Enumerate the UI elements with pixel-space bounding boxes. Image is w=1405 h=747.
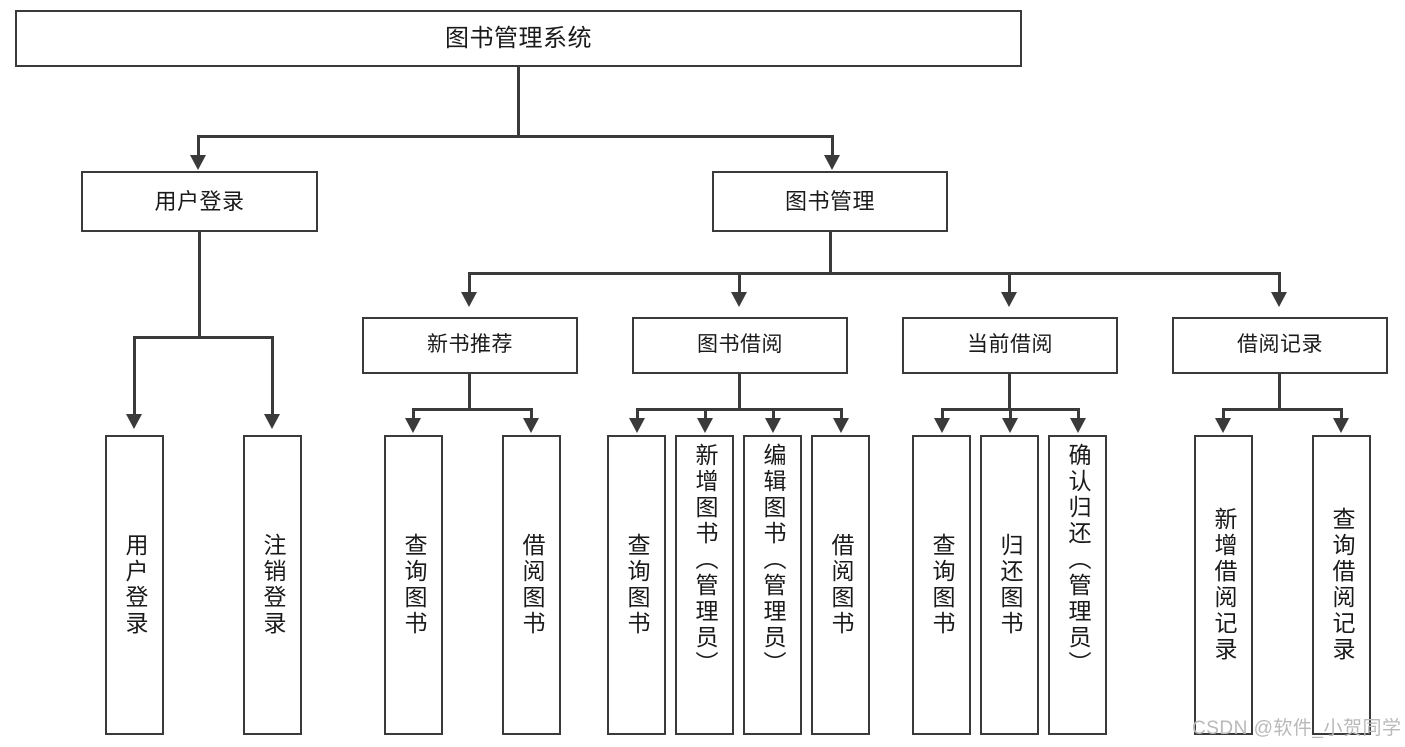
node-book-management[interactable]: 图书管理	[712, 171, 948, 232]
edge-book-borrow-child-3	[772, 408, 775, 420]
edge-book-borrow-bus	[636, 408, 843, 411]
edge-book-management-stem	[829, 232, 832, 272]
node-label: 查询借阅记录	[1329, 507, 1355, 663]
leaf-book-borrow-query-books[interactable]: 查询图书	[607, 435, 666, 735]
edge-bm-to-book-borrow	[738, 272, 741, 294]
arrow-borrow-record-child-2	[1333, 418, 1349, 433]
leaf-new-book-query-books[interactable]: 查询图书	[384, 435, 443, 735]
arrow-book-borrow-child-2	[697, 418, 713, 433]
node-label: 归还图书	[997, 533, 1023, 637]
node-current-borrow[interactable]: 当前借阅	[902, 317, 1118, 374]
edge-borrow-record-bus	[1222, 408, 1343, 411]
edge-book-borrow-child-1	[636, 408, 639, 420]
edge-root-bus	[197, 135, 834, 138]
node-label: 查询图书	[929, 533, 955, 637]
node-label: 编辑图书（管理员）	[760, 443, 786, 677]
edge-user-login-stem	[198, 232, 201, 336]
arrow-to-new-book-recommend	[461, 292, 477, 307]
node-label: 新增借阅记录	[1211, 507, 1237, 663]
arrow-borrow-record-child-1	[1215, 418, 1231, 433]
edge-current-borrow-child-2	[1009, 408, 1012, 420]
leaf-user-login-logout[interactable]: 注销登录	[243, 435, 302, 735]
edge-root-stem	[517, 67, 520, 135]
edge-new-book-child-2	[530, 408, 533, 420]
node-label: 注销登录	[260, 533, 286, 637]
node-label: 查询图书	[401, 533, 427, 637]
node-label: 借阅图书	[519, 533, 545, 637]
leaf-new-book-borrow-books[interactable]: 借阅图书	[502, 435, 561, 735]
leaf-book-borrow-edit-book-admin[interactable]: 编辑图书（管理员）	[743, 435, 802, 735]
node-label: 新增图书（管理员）	[692, 443, 718, 677]
node-label: 用户登录	[122, 533, 148, 637]
node-new-book-recommend[interactable]: 新书推荐	[362, 317, 578, 374]
node-label: 图书管理系统	[445, 24, 592, 52]
arrow-book-borrow-child-1	[629, 418, 645, 433]
edge-book-borrow-stem	[738, 374, 741, 408]
node-label: 新书推荐	[427, 333, 513, 357]
edge-new-book-child-1	[412, 408, 415, 420]
leaf-current-borrow-return-books[interactable]: 归还图书	[980, 435, 1039, 735]
edge-book-borrow-child-4	[840, 408, 843, 420]
node-label: 借阅图书	[828, 533, 854, 637]
arrow-current-borrow-child-1	[934, 418, 950, 433]
leaf-user-login-login[interactable]: 用户登录	[105, 435, 164, 735]
csdn-watermark: CSDN @软件_小贺同学	[1192, 718, 1402, 739]
arrow-book-borrow-child-3	[765, 418, 781, 433]
node-label: 图书管理	[784, 188, 875, 214]
arrow-new-book-child-2	[523, 418, 539, 433]
arrow-user-login-child-1	[126, 414, 142, 429]
edge-borrow-record-stem	[1278, 374, 1281, 408]
arrow-current-borrow-child-3	[1070, 418, 1086, 433]
node-label: 当前借阅	[967, 333, 1053, 357]
edge-user-login-child-1	[133, 336, 136, 416]
edge-root-to-user-login	[197, 135, 200, 157]
edge-current-borrow-child-1	[941, 408, 944, 420]
leaf-book-borrow-borrow-books[interactable]: 借阅图书	[811, 435, 870, 735]
edge-book-borrow-child-2	[704, 408, 707, 420]
edge-bm-to-borrow-record	[1278, 272, 1281, 294]
arrow-to-current-borrow	[1001, 292, 1017, 307]
edge-current-borrow-stem	[1008, 374, 1011, 408]
leaf-current-borrow-query-books[interactable]: 查询图书	[912, 435, 971, 735]
edge-borrow-record-child-2	[1340, 408, 1343, 420]
arrow-user-login-child-2	[264, 414, 280, 429]
leaf-book-borrow-add-book-admin[interactable]: 新增图书（管理员）	[675, 435, 734, 735]
leaf-borrow-record-query-record[interactable]: 查询借阅记录	[1312, 435, 1371, 735]
arrow-to-book-borrow	[731, 292, 747, 307]
arrow-to-borrow-record	[1271, 292, 1287, 307]
edge-current-borrow-child-3	[1077, 408, 1080, 420]
node-label: 查询图书	[624, 533, 650, 637]
node-label: 用户登录	[154, 188, 245, 214]
arrow-book-borrow-child-4	[833, 418, 849, 433]
edge-bm-to-current-borrow	[1008, 272, 1011, 294]
edge-user-login-bus	[133, 336, 271, 339]
node-borrow-record[interactable]: 借阅记录	[1172, 317, 1388, 374]
node-label: 图书借阅	[697, 333, 783, 357]
arrow-to-user-login	[190, 155, 206, 170]
node-user-login[interactable]: 用户登录	[81, 171, 318, 232]
leaf-borrow-record-add-record[interactable]: 新增借阅记录	[1194, 435, 1253, 735]
node-label: 借阅记录	[1237, 333, 1323, 357]
edge-root-to-book-management	[831, 135, 834, 157]
arrow-current-borrow-child-2	[1002, 418, 1018, 433]
edge-user-login-child-2	[271, 336, 274, 416]
edge-book-management-bus	[468, 272, 1281, 275]
edge-new-book-bus	[412, 408, 533, 411]
edge-bm-to-new-book	[468, 272, 471, 294]
node-book-borrow[interactable]: 图书借阅	[632, 317, 848, 374]
arrow-to-book-management	[824, 155, 840, 170]
arrow-new-book-child-1	[405, 418, 421, 433]
node-label: 确认归还（管理员）	[1065, 443, 1091, 677]
edge-new-book-stem	[468, 374, 471, 408]
leaf-current-borrow-confirm-return-admin[interactable]: 确认归还（管理员）	[1048, 435, 1107, 735]
node-root-book-management-system[interactable]: 图书管理系统	[15, 10, 1022, 67]
edge-borrow-record-child-1	[1222, 408, 1225, 420]
